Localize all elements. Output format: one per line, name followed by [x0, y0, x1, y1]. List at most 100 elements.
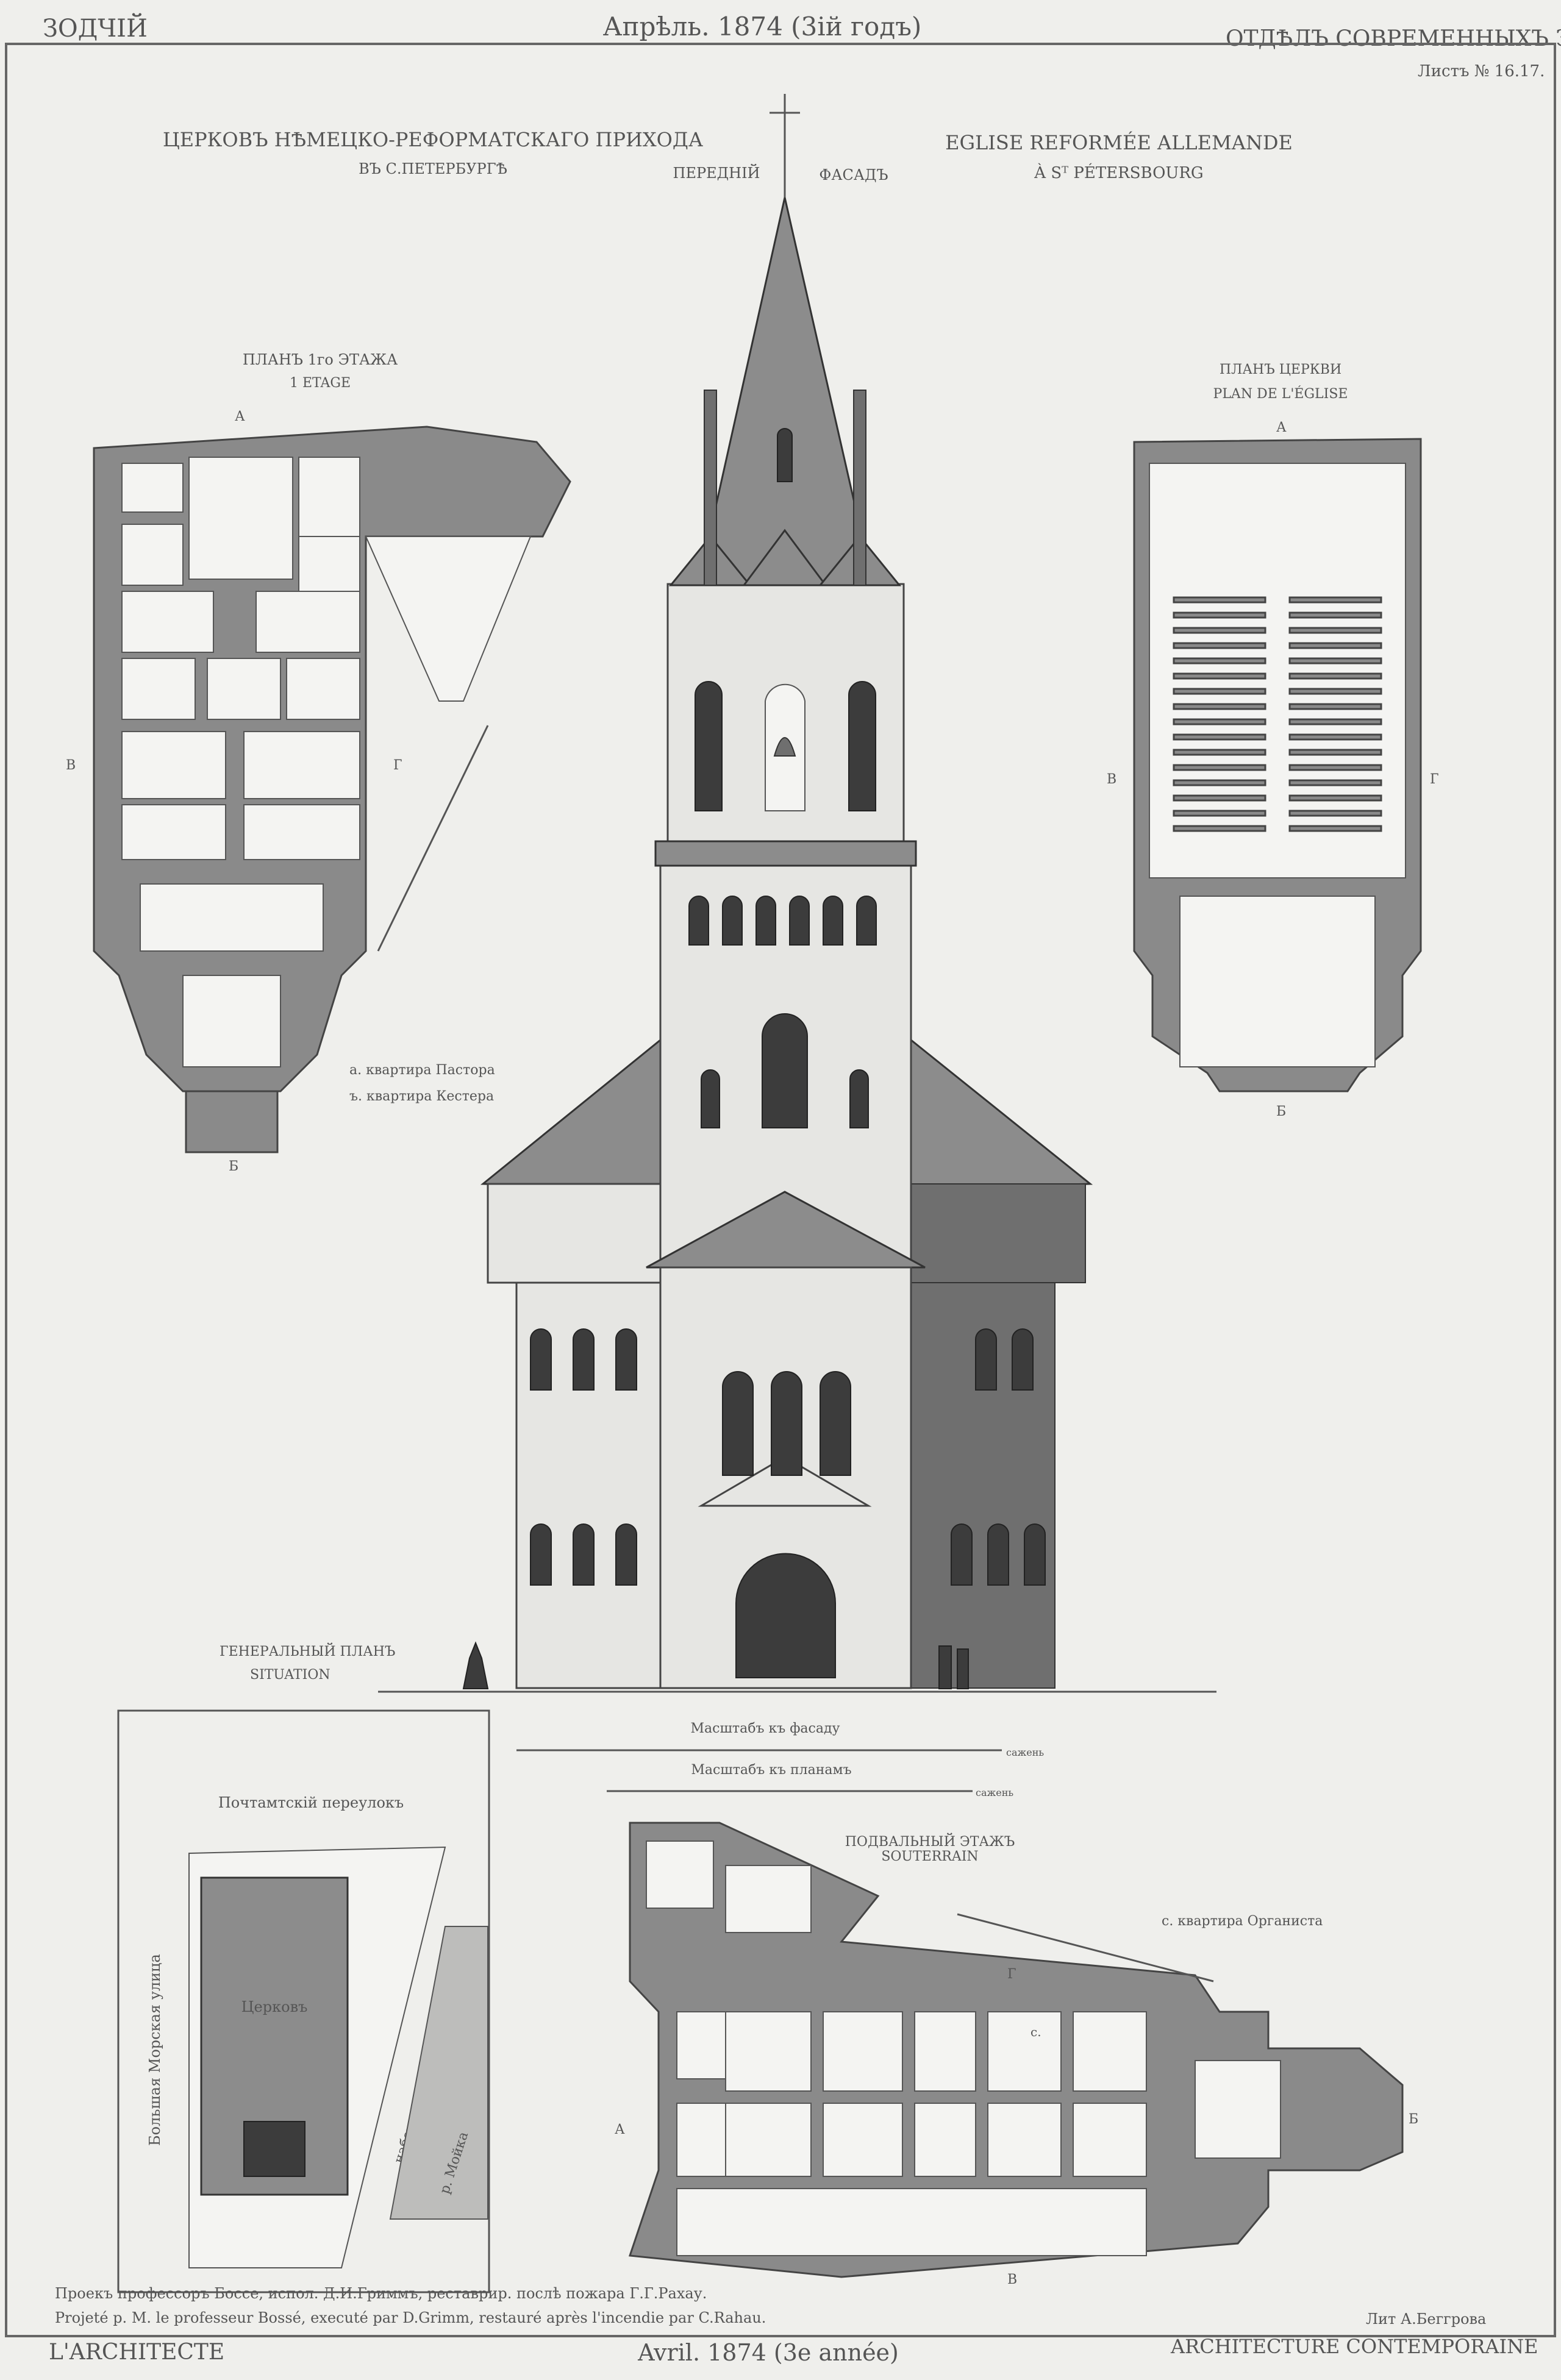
basement-plan: ПОДВАЛЬНЫЙ ЭТАЖЪ SOUTERRAIN с. квартира … — [615, 1822, 1418, 2287]
spire-gablet-center — [742, 529, 827, 586]
pew — [1288, 672, 1382, 680]
pew — [1288, 611, 1382, 619]
scale-unit: сажень — [1006, 1747, 1044, 1758]
side-window — [987, 1523, 1009, 1586]
room — [676, 2011, 732, 2079]
arcade-window — [823, 896, 843, 946]
axis-mark: В — [1007, 2272, 1017, 2287]
journal-name: ЗОДЧІЙ — [43, 13, 148, 43]
pew — [1288, 794, 1382, 802]
axis-mark: Б — [1409, 2112, 1418, 2127]
room — [140, 883, 324, 952]
church-label: Церковъ — [241, 1998, 308, 2015]
courtyard-stair — [365, 536, 532, 702]
church-facade-elevation — [378, 94, 1216, 1693]
room — [182, 975, 281, 1067]
vestibule — [1179, 896, 1376, 1067]
axis-mark: Б — [1276, 1104, 1286, 1119]
pew — [1288, 688, 1382, 695]
site-label-ru: ГЕНЕРАЛЬНЫЙ ПЛАНЪ — [220, 1642, 395, 1659]
scale-unit: сажень — [976, 1787, 1013, 1798]
pew — [1173, 642, 1266, 649]
dormer-window — [777, 428, 793, 482]
axis-mark: А — [1276, 420, 1287, 435]
legend-pastor: а. квартира Пастора — [349, 1063, 495, 1078]
site-plan: ГЕНЕРАЛЬНЫЙ ПЛАНЪ SITUATION Почтамтскій … — [117, 1642, 490, 2293]
pew — [1288, 749, 1382, 756]
side-window — [615, 1328, 637, 1391]
tower-footprint — [243, 2121, 305, 2177]
title-fr: EGLISE REFORMÉE ALLEMANDE — [945, 131, 1293, 154]
room — [676, 2188, 1147, 2256]
axis-mark: А — [615, 2122, 625, 2137]
pew — [1288, 810, 1382, 817]
site-label-fr: SITUATION — [250, 1667, 330, 1683]
room — [243, 731, 360, 799]
arcade-window — [789, 896, 810, 946]
room — [725, 1865, 812, 1933]
first-floor-plan: ПЛАНЪ 1го ЭТАЖА 1 ETAGE А Б В Г а. кварт… — [66, 351, 571, 1174]
room — [121, 591, 214, 653]
pew — [1173, 718, 1266, 725]
axis-mark: В — [66, 758, 76, 773]
pew — [1173, 733, 1266, 741]
pew — [1173, 611, 1266, 619]
issue-date: Апрѣль. 1874 (3ій годъ) — [603, 12, 922, 41]
header: ЗОДЧІЙ Апрѣль. 1874 (3ій годъ) ОТДѢЛЪ СО… — [43, 12, 1561, 80]
belfry-window — [848, 681, 876, 811]
nave-window — [820, 1371, 851, 1476]
tower-window — [849, 1069, 869, 1128]
axis-mark: Г — [1430, 772, 1439, 787]
main-door — [735, 1553, 836, 1678]
pew — [1173, 688, 1266, 695]
arcade-window — [688, 896, 709, 946]
room — [121, 804, 226, 860]
tower-window — [701, 1069, 720, 1128]
arcade-window — [755, 896, 776, 946]
subtitle-ru: ВЪ С.ПЕТЕРБУРГѢ — [359, 160, 507, 177]
pew — [1173, 657, 1266, 664]
room — [121, 731, 226, 799]
title-ru: ЦЕРКОВЪ НѢМЕЦКО-РЕФОРМАТСКАГО ПРИХОДА — [163, 128, 703, 151]
room — [298, 536, 360, 598]
room — [987, 2011, 1062, 2092]
spire-turret — [853, 390, 866, 586]
pew — [1288, 764, 1382, 771]
street-morskaya: Большая Морская улица — [146, 1954, 163, 2146]
lithographer: Лит А.Беггрова — [1366, 2311, 1486, 2328]
room — [207, 658, 281, 720]
room — [243, 804, 360, 860]
site-frame — [117, 1709, 490, 2293]
side-window — [530, 1328, 552, 1391]
room — [676, 2103, 732, 2177]
room — [255, 591, 360, 653]
side-window — [975, 1328, 997, 1391]
axis-mark: А — [235, 409, 245, 424]
room — [298, 457, 360, 537]
right-upper-wall — [908, 1183, 1086, 1283]
figure — [938, 1645, 952, 1689]
right-roof — [906, 1038, 1093, 1190]
room — [1073, 2011, 1147, 2092]
arcade-window — [722, 896, 743, 946]
pew — [1173, 764, 1266, 771]
room — [725, 2011, 812, 2092]
pew — [1173, 672, 1266, 680]
side-window — [573, 1523, 595, 1586]
side-window — [1012, 1328, 1034, 1391]
sheet-number: Листъ № 16.17. — [1418, 62, 1545, 80]
titles: ЦЕРКОВЪ НѢМЕЦКО-РЕФОРМАТСКАГО ПРИХОДА ВЪ… — [163, 128, 1293, 183]
plan-label-ru: ПЛАНЪ 1го ЭТАЖА — [243, 351, 398, 368]
room — [646, 1840, 714, 1909]
room — [1195, 2060, 1281, 2159]
arcade-window — [856, 896, 877, 946]
spire-turret — [704, 390, 717, 586]
room-mark: с. — [1031, 2025, 1041, 2039]
axis-mark: Г — [393, 758, 402, 773]
facade-label-left: ПЕРЕДНІЙ — [673, 163, 760, 182]
plate-border — [5, 43, 1556, 2337]
figure — [462, 1641, 489, 1689]
room — [286, 658, 360, 720]
section-name-fr: ARCHITECTURE CONTEMPORAINE — [1170, 2335, 1538, 2358]
